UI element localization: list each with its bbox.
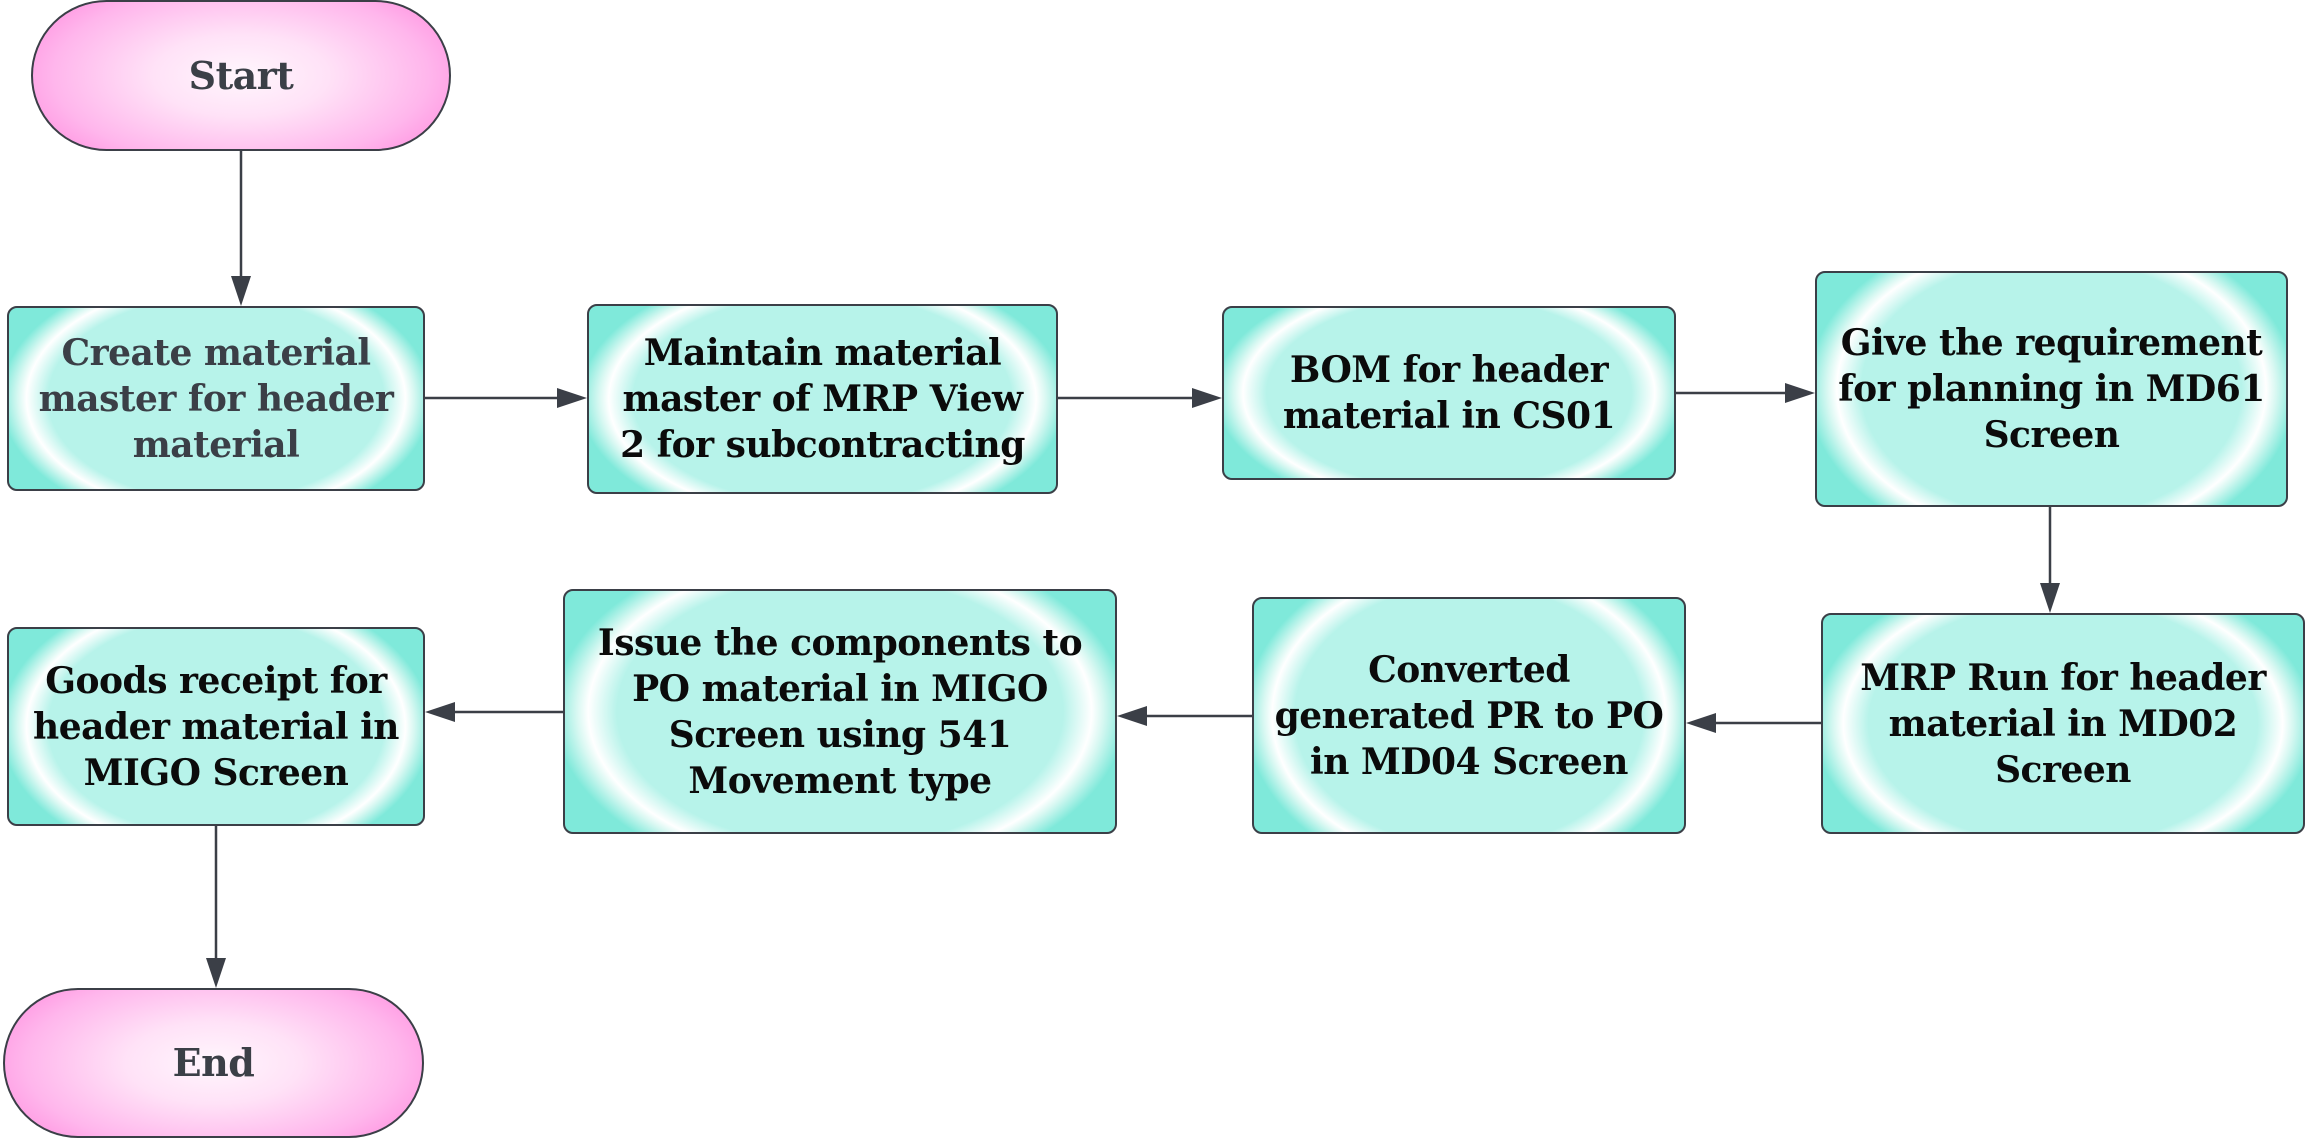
step-label-line: master for header bbox=[38, 377, 394, 420]
step-label-line: Maintain material bbox=[643, 332, 1002, 374]
mrp-run-md02-step[interactable]: MRP Run for header material in MD02 Scre… bbox=[1821, 613, 2305, 834]
connector-create-material-master-to-maintain-mrp-view-2 bbox=[425, 388, 587, 408]
end-terminal[interactable]: End bbox=[3, 988, 424, 1138]
step-label-line: MIGO Screen bbox=[83, 751, 349, 794]
step-label-line: material in MD02 bbox=[1888, 702, 2238, 745]
bom-cs01-step[interactable]: BOM for header material in CS01 bbox=[1222, 306, 1676, 480]
step-label-line: header material in bbox=[33, 705, 399, 748]
connector-requirement-md61-to-mrp-run-md02 bbox=[2040, 507, 2060, 613]
step-label-line: 2 for subcontracting bbox=[620, 424, 1025, 466]
step-label-line: in MD04 Screen bbox=[1310, 740, 1628, 783]
issue-components-migo-step[interactable]: Issue the components to PO material in M… bbox=[563, 589, 1117, 834]
connector-issue-components-migo-to-goods-receipt-migo bbox=[425, 702, 563, 722]
arrowhead-icon bbox=[2040, 583, 2060, 613]
step-label-line: material bbox=[132, 423, 300, 466]
step-label-line: Converted bbox=[1368, 648, 1570, 691]
step-label-line: Issue the components to bbox=[597, 621, 1083, 664]
connector-mrp-run-md02-to-convert-pr-po-md04 bbox=[1686, 713, 1821, 733]
connector-start-to-create-material-master bbox=[231, 151, 251, 306]
step-label-line: Screen using 541 bbox=[668, 713, 1012, 756]
arrowhead-icon bbox=[1686, 713, 1716, 733]
create-material-master-step[interactable]: Create material master for header materi… bbox=[7, 306, 425, 491]
step-label-line: MRP Run for header bbox=[1860, 656, 2266, 699]
connector-convert-pr-po-md04-to-issue-components-migo bbox=[1117, 706, 1252, 726]
connector-goods-receipt-migo-to-end bbox=[206, 826, 226, 988]
step-label-line: master of MRP View bbox=[622, 378, 1024, 420]
start-terminal[interactable]: Start bbox=[31, 0, 451, 151]
step-label-line: Give the requirement bbox=[1840, 322, 2263, 364]
step-label-line: Goods receipt for bbox=[45, 659, 387, 702]
step-label-line: PO material in MIGO bbox=[632, 667, 1048, 710]
goods-receipt-migo-step[interactable]: Goods receipt for header material in MIG… bbox=[7, 627, 425, 826]
start-label: Start bbox=[188, 52, 294, 98]
connector-bom-cs01-to-requirement-md61 bbox=[1676, 383, 1815, 403]
convert-pr-po-md04-step[interactable]: Converted generated PR to PO in MD04 Scr… bbox=[1252, 597, 1686, 834]
end-label: End bbox=[172, 1040, 255, 1085]
step-label-line: for planning in MD61 bbox=[1838, 368, 2265, 410]
arrowhead-icon bbox=[425, 702, 455, 722]
maintain-mrp-view-2-step[interactable]: Maintain material master of MRP View 2 f… bbox=[587, 304, 1058, 494]
step-label-line: Screen bbox=[1983, 414, 2120, 456]
step-label-line: material in CS01 bbox=[1282, 395, 1616, 437]
requirement-md61-step[interactable]: Give the requirement for planning in MD6… bbox=[1815, 271, 2288, 507]
arrowhead-icon bbox=[1785, 383, 1815, 403]
step-label-line: Create material bbox=[61, 331, 371, 374]
step-label-line: Screen bbox=[1995, 748, 2131, 791]
connector-maintain-mrp-view-2-to-bom-cs01 bbox=[1058, 388, 1222, 408]
step-label-line: generated PR to PO bbox=[1274, 694, 1664, 737]
step-label-line: Movement type bbox=[688, 759, 992, 802]
step-label-line: BOM for header bbox=[1289, 349, 1609, 391]
arrowhead-icon bbox=[1192, 388, 1222, 408]
arrowhead-icon bbox=[231, 276, 251, 306]
arrowhead-icon bbox=[206, 958, 226, 988]
arrowhead-icon bbox=[1117, 706, 1147, 726]
arrowhead-icon bbox=[557, 388, 587, 408]
